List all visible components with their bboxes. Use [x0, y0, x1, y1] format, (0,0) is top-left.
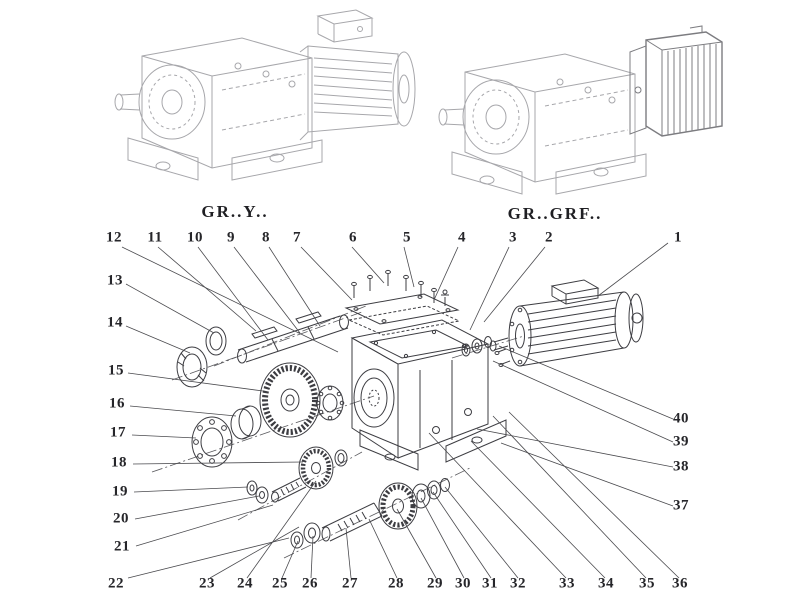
- intermediate-gear-set: [246, 446, 348, 504]
- callout-28: 28: [388, 575, 404, 592]
- callout-21: 21: [114, 538, 130, 555]
- shaft-retainer-ring: [205, 326, 227, 356]
- callout-27: 27: [342, 575, 358, 592]
- callout-10: 10: [187, 229, 203, 246]
- callout-12: 12: [106, 229, 122, 246]
- callout-1: 1: [674, 229, 682, 246]
- shaft-key: [251, 326, 278, 339]
- motor: [489, 279, 644, 367]
- exploded-view: [151, 269, 644, 559]
- callout-36: 36: [672, 575, 688, 592]
- assembled-view-gr-grf: [438, 25, 723, 195]
- spacer-sleeve: [230, 405, 262, 440]
- callout-34: 34: [598, 575, 614, 592]
- callout-8: 8: [262, 229, 270, 246]
- callout-6: 6: [349, 229, 357, 246]
- callout-4: 4: [458, 229, 466, 246]
- callout-20: 20: [113, 510, 129, 527]
- callout-2: 2: [545, 229, 553, 246]
- callout-7: 7: [293, 229, 301, 246]
- compact-motor-block: [629, 25, 723, 137]
- callout-3: 3: [509, 229, 517, 246]
- callout-5: 5: [403, 229, 411, 246]
- output-gear: [259, 362, 321, 438]
- shaft-key: [295, 311, 322, 324]
- callout-33: 33: [559, 575, 575, 592]
- leader-lines: [121, 242, 680, 579]
- assembly-axes: [151, 305, 525, 559]
- callout-9: 9: [227, 229, 235, 246]
- assembled-view-gr-y: [114, 9, 416, 181]
- callout-16: 16: [109, 395, 125, 412]
- callout-22: 22: [108, 575, 124, 592]
- callout-13: 13: [107, 272, 123, 289]
- gear-housing: [350, 319, 507, 471]
- callout-18: 18: [111, 454, 127, 471]
- callout-15: 15: [108, 362, 124, 379]
- pinion-shaft-assembly: [290, 478, 450, 549]
- callout-25: 25: [272, 575, 288, 592]
- callout-24: 24: [237, 575, 253, 592]
- input-shaft-parts: [461, 336, 511, 367]
- callout-39: 39: [673, 433, 689, 450]
- oil-seal: [176, 346, 208, 388]
- callout-11: 11: [147, 229, 163, 246]
- variant-label-gr-grf: GR..GRF..: [507, 204, 603, 223]
- gear-bearing: [315, 385, 345, 421]
- callout-29: 29: [427, 575, 443, 592]
- callout-32: 32: [510, 575, 526, 592]
- callout-17: 17: [110, 424, 126, 441]
- callout-35: 35: [639, 575, 655, 592]
- callout-30: 30: [455, 575, 471, 592]
- inspection-cover-and-screws: [344, 269, 461, 336]
- callout-19: 19: [112, 483, 128, 500]
- variant-label-gr-y: GR..Y..: [201, 202, 269, 221]
- ball-bearing: [191, 416, 233, 468]
- callout-14: 14: [107, 314, 123, 331]
- callout-40: 40: [673, 410, 689, 427]
- callout-38: 38: [673, 458, 689, 475]
- callout-31: 31: [482, 575, 498, 592]
- callout-23: 23: [199, 575, 215, 592]
- callout-37: 37: [673, 497, 689, 514]
- output-shaft: [237, 311, 349, 364]
- callout-26: 26: [302, 575, 318, 592]
